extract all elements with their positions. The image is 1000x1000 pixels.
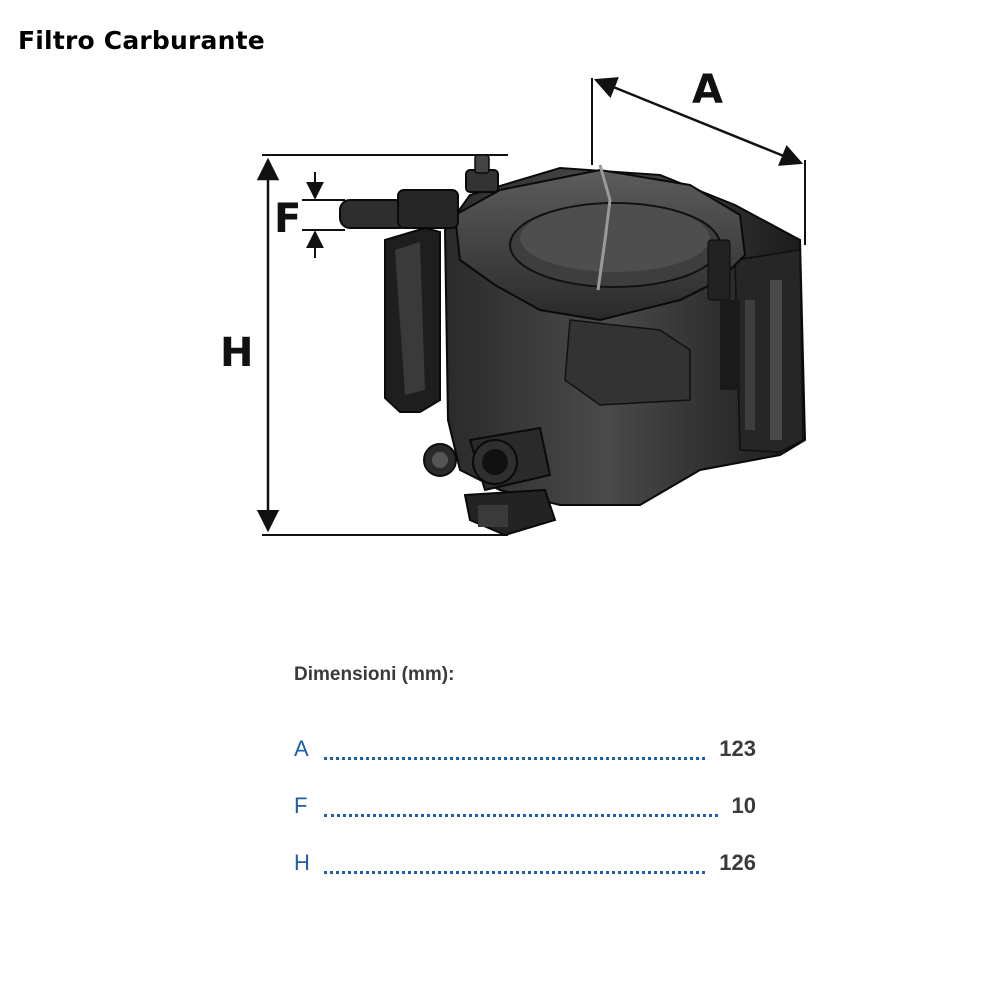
dimensions-heading: Dimensioni (mm):	[294, 664, 455, 685]
dimension-f-label: F	[274, 196, 301, 242]
dotted-leader	[324, 812, 718, 817]
dimension-f: F	[274, 172, 345, 258]
dimension-key: H	[294, 850, 310, 875]
dimension-value: 123	[719, 736, 756, 761]
dimension-a: A	[591, 67, 806, 245]
dimension-row-h: H 126	[294, 850, 756, 880]
dimension-value: 126	[719, 850, 756, 875]
page-title: Filtro Carburante	[18, 26, 265, 55]
dimension-row-a: A 123	[294, 736, 756, 766]
dimension-a-label: A	[692, 67, 723, 113]
dotted-leader	[324, 755, 706, 760]
dimension-key: F	[294, 793, 308, 818]
dimension-value: 10	[731, 793, 756, 818]
dimension-h-label: H	[220, 330, 253, 376]
dimension-row-f: F 10	[294, 793, 756, 823]
fuel-filter-figure: H F A	[220, 67, 807, 537]
dimension-h: H	[220, 154, 508, 536]
dimension-key: A	[294, 736, 309, 761]
dotted-leader	[324, 869, 706, 874]
fuel-filter-image	[339, 154, 807, 537]
